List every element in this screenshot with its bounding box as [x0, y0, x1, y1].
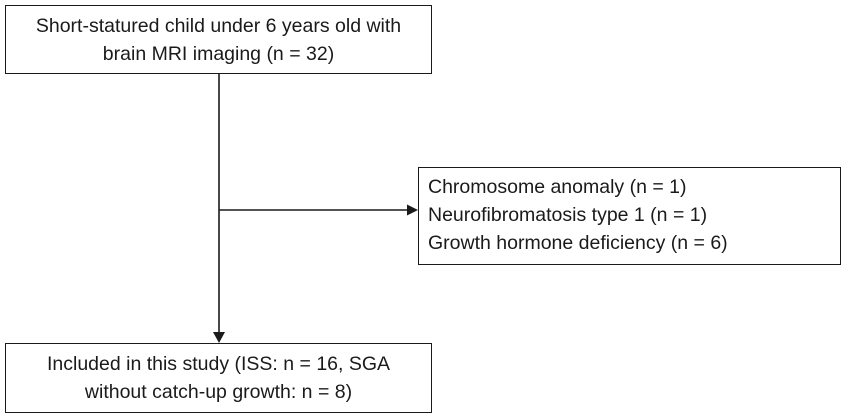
down-arrowhead — [213, 332, 225, 343]
exclusion-line-chromosome-anomaly: Chromosome anomaly (n = 1) — [428, 176, 687, 198]
included-population-line-2: without catch-up growth: n = 8) — [84, 381, 353, 403]
right-arrowhead — [407, 204, 418, 216]
exclusion-line-neurofibromatosis: Neurofibromatosis type 1 (n = 1) — [428, 204, 708, 226]
exclusion-line-growth-hormone-deficiency: Growth hormone deficiency (n = 6) — [428, 232, 728, 254]
included-population-line-1: Included in this study (ISS: n = 16, SGA — [46, 353, 391, 375]
initial-population-line-1: Short-statured child under 6 years old w… — [35, 15, 402, 37]
initial-population-box: Short-statured child under 6 years old w… — [5, 5, 432, 74]
initial-population-line-2: brain MRI imaging (n = 32) — [102, 43, 335, 65]
included-population-box: Included in this study (ISS: n = 16, SGA… — [5, 343, 432, 413]
exclusion-box: Chromosome anomaly (n = 1) Neurofibromat… — [418, 167, 841, 265]
